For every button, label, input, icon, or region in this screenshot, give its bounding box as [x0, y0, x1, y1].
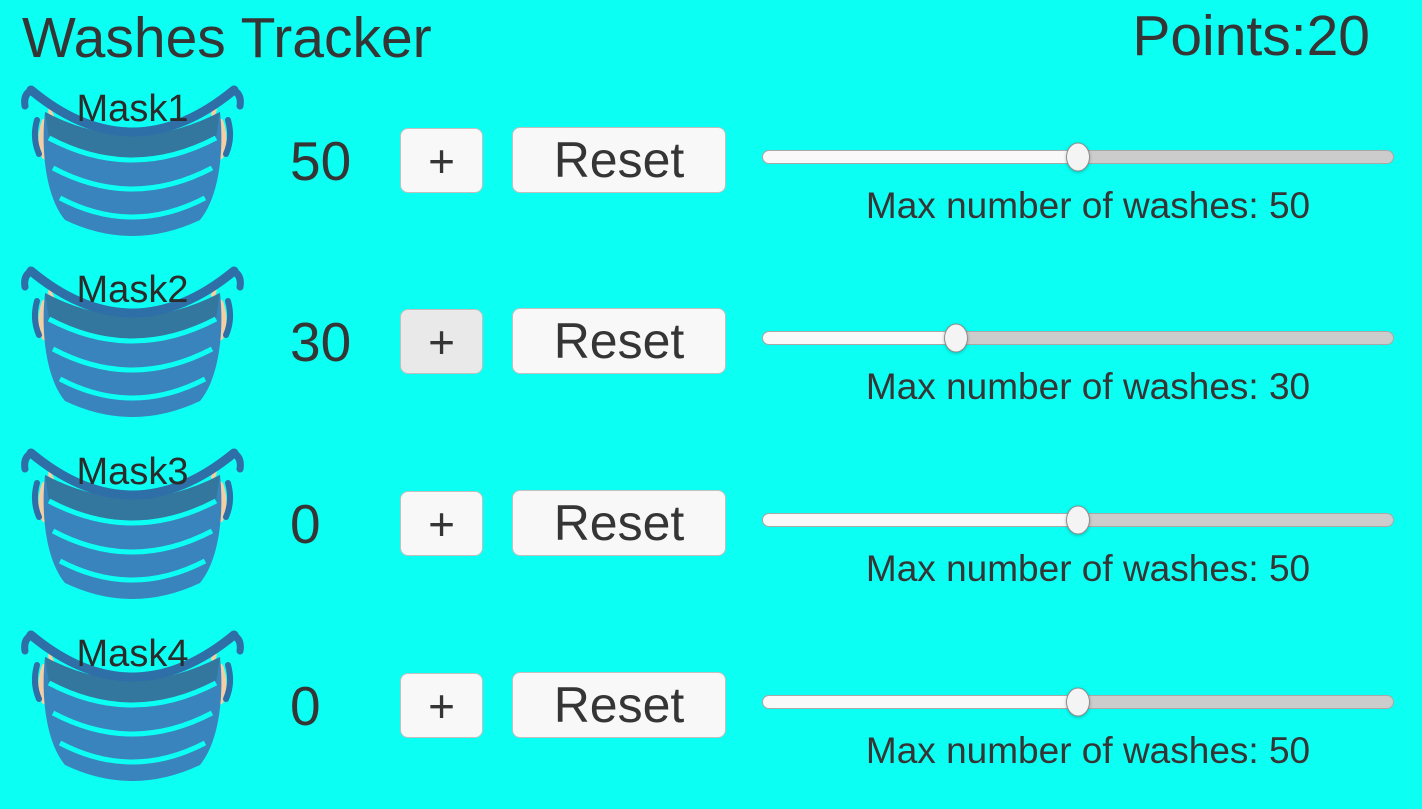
increment-button[interactable]: +	[400, 491, 483, 556]
increment-button[interactable]: +	[400, 673, 483, 738]
reset-button[interactable]: Reset	[512, 308, 726, 374]
wash-count: 0	[290, 493, 321, 555]
slider-thumb[interactable]	[1065, 687, 1090, 717]
slider-fill	[762, 695, 1082, 709]
page-title: Washes Tracker	[22, 6, 432, 70]
max-washes-slider[interactable]	[762, 323, 1394, 353]
max-washes-label: Max number of washes: 50	[865, 185, 1311, 226]
slider-thumb[interactable]	[1065, 505, 1090, 535]
max-washes-slider[interactable]	[762, 505, 1394, 535]
max-washes-label: Max number of washes: 30	[865, 366, 1311, 407]
mask-name-label: Mask1	[76, 88, 189, 130]
wash-count: 0	[290, 675, 321, 737]
mask-name-label: Mask4	[76, 633, 189, 675]
increment-button[interactable]: +	[400, 128, 483, 193]
reset-button[interactable]: Reset	[512, 490, 726, 556]
reset-button[interactable]: Reset	[512, 127, 726, 193]
slider-fill	[762, 513, 1082, 527]
points-label: Points:	[1132, 4, 1307, 68]
mask-row: Mask1 50 + Reset Max number of washes: 5…	[0, 82, 1422, 264]
mask-row: Mask3 0 + Reset Max number of washes: 50	[0, 445, 1422, 627]
mask-row: Mask4 0 + Reset Max number of washes: 50	[0, 627, 1422, 809]
points-display: Points:20	[1132, 6, 1370, 66]
slider-fill	[762, 331, 961, 345]
points-value: 20	[1306, 4, 1370, 68]
mask-name-label: Mask3	[76, 451, 189, 493]
mask-row: Mask2 30 + Reset Max number of washes: 3…	[0, 263, 1422, 445]
max-washes-slider[interactable]	[762, 142, 1394, 172]
max-washes-label: Max number of washes: 50	[865, 730, 1311, 771]
mask-name-label: Mask2	[76, 269, 189, 311]
slider-fill	[762, 150, 1082, 164]
reset-button[interactable]: Reset	[512, 672, 726, 738]
slider-thumb[interactable]	[944, 323, 969, 353]
slider-thumb[interactable]	[1065, 142, 1090, 172]
max-washes-slider[interactable]	[762, 687, 1394, 717]
increment-button[interactable]: +	[400, 309, 483, 374]
max-washes-label: Max number of washes: 50	[865, 548, 1311, 589]
wash-count: 50	[290, 130, 352, 192]
wash-count: 30	[290, 311, 352, 373]
